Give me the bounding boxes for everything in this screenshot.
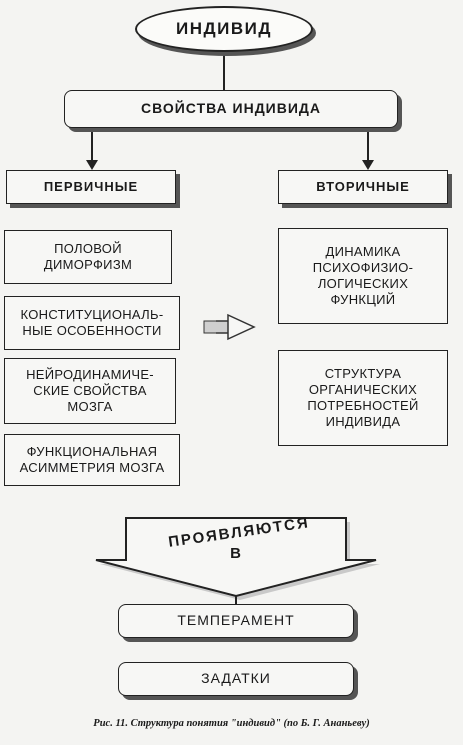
temperament-box: ТЕМПЕРАМЕНТ	[118, 604, 354, 638]
secondary-item-label: ДИНАМИКА ПСИХОФИЗИО- ЛОГИЧЕСКИХ ФУНКЦИЙ	[312, 243, 414, 308]
arrowhead-secondary	[362, 160, 374, 170]
individual-title: ИНДИВИД	[135, 6, 313, 52]
primary-to-secondary-arrow	[203, 313, 256, 341]
primary-item-label: ФУНКЦИОНАЛЬНАЯ АСИММЕТРИЯ МОЗГА	[19, 443, 165, 475]
individual-title-label: ИНДИВИД	[176, 19, 272, 38]
primary-item-sexual-dimorphism: ПОЛОВОЙ ДИМОРФИЗМ	[4, 230, 172, 284]
primary-item-neurodynamic-properties: НЕЙРОДИНАМИЧЕ- СКИЕ СВОЙСТВА МОЗГА	[4, 358, 176, 424]
primary-item-functional-asymmetry: ФУНКЦИОНАЛЬНАЯ АСИММЕТРИЯ МОЗГА	[4, 434, 180, 486]
secondary-item-psychophysiological-dynamics: ДИНАМИКА ПСИХОФИЗИО- ЛОГИЧЕСКИХ ФУНКЦИЙ	[278, 228, 448, 324]
secondary-heading-box: ВТОРИЧНЫЕ	[278, 170, 448, 204]
primary-heading-box: ПЕРВИЧНЫЕ	[6, 170, 176, 204]
inclinations-label: ЗАДАТКИ	[201, 670, 271, 687]
secondary-item-organic-needs: СТРУКТУРА ОРГАНИЧЕСКИХ ПОТРЕБНОСТЕЙ ИНДИ…	[278, 350, 448, 446]
inclinations-box: ЗАДАТКИ	[118, 662, 354, 696]
individual-properties-label: СВОЙСТВА ИНДИВИДА	[140, 100, 322, 117]
secondary-heading-label: ВТОРИЧНЫЕ	[316, 178, 410, 194]
individual-properties-box: СВОЙСТВА ИНДИВИДА	[64, 90, 398, 128]
manifest-arrow-shape	[95, 517, 380, 600]
figure-caption: Рис. 11. Структура понятия "индивид" (по…	[93, 718, 370, 729]
primary-item-label: ПОЛОВОЙ ДИМОРФИЗМ	[43, 240, 133, 272]
secondary-item-label: СТРУКТУРА ОРГАНИЧЕСКИХ ПОТРЕБНОСТЕЙ ИНДИ…	[307, 365, 419, 430]
primary-item-constitutional-features: КОНСТИТУЦИОНАЛЬ- НЫЕ ОСОБЕННОСТИ	[4, 296, 180, 350]
manifest-preposition-label: В	[230, 545, 242, 562]
arrowhead-primary	[86, 160, 98, 170]
manifest-preposition: В	[216, 545, 256, 562]
primary-item-label: НЕЙРОДИНАМИЧЕ- СКИЕ СВОЙСТВА МОЗГА	[26, 366, 154, 415]
primary-heading-label: ПЕРВИЧНЫЕ	[43, 178, 139, 194]
temperament-label: ТЕМПЕРАМЕНТ	[177, 612, 295, 629]
primary-item-label: КОНСТИТУЦИОНАЛЬ- НЫЕ ОСОБЕННОСТИ	[20, 306, 164, 338]
